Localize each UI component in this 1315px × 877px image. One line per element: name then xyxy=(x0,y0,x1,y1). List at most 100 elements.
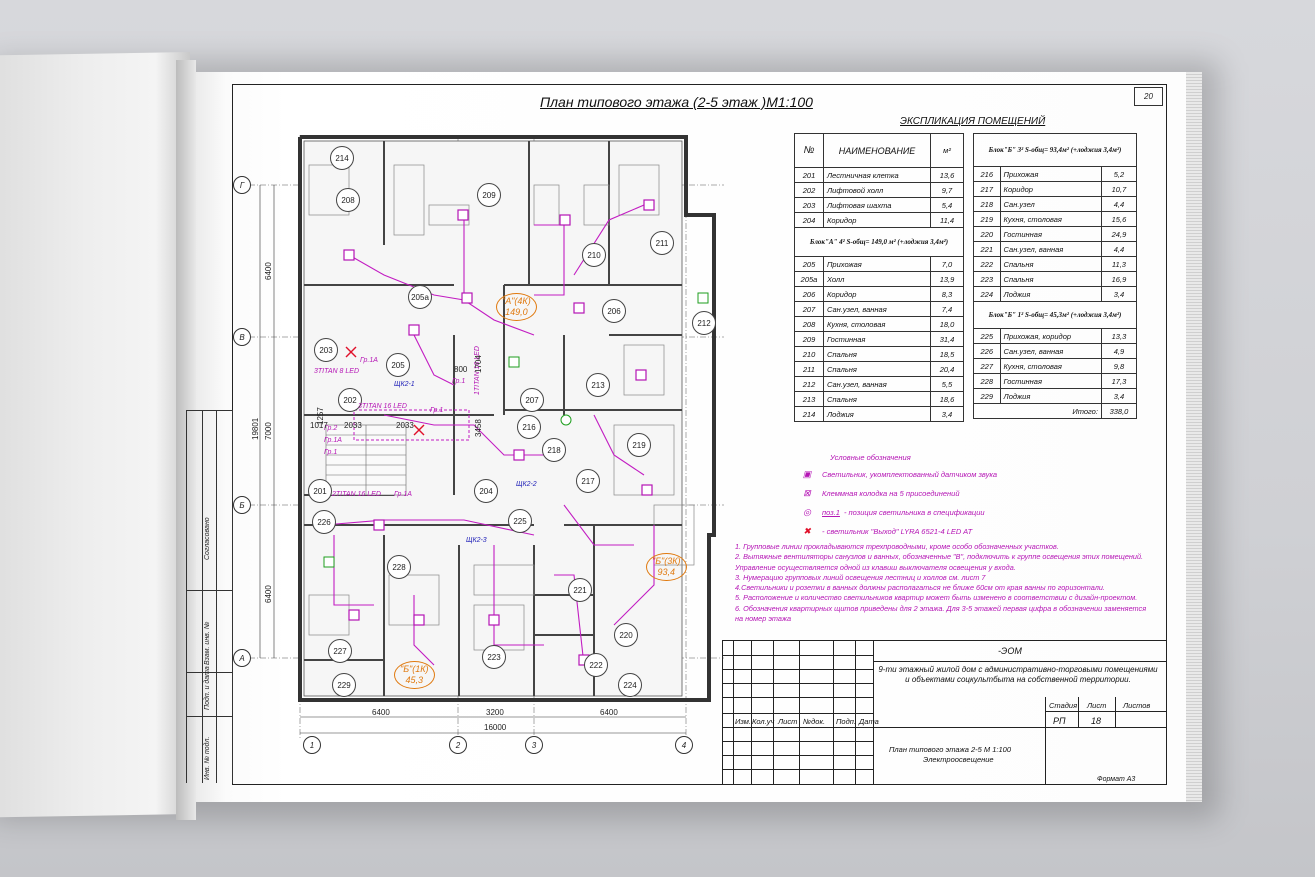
col-label: №док. xyxy=(803,717,826,726)
cell-name: Сан.узел, ванная xyxy=(823,301,931,317)
room-tag: 210 xyxy=(582,243,606,267)
cell-name: Сан.узел xyxy=(999,196,1102,212)
dimension: 6400 xyxy=(372,708,390,717)
panel-label: ЩК2-1 xyxy=(394,381,415,388)
cell-name: Прихожая, коридор xyxy=(999,328,1102,344)
cell-area: 11,4 xyxy=(930,212,964,228)
cell-name: Холл xyxy=(823,271,931,287)
cell-name: Спальня xyxy=(823,391,931,407)
cell-area: 8,3 xyxy=(930,286,964,302)
group-label: Гр.1 xyxy=(324,449,338,456)
legend-title: Условные обозначения xyxy=(830,453,911,462)
cell-no: 212 xyxy=(794,376,824,392)
cell-area: 3,4 xyxy=(930,406,964,422)
drawing-code: -ЭОМ xyxy=(998,646,1022,656)
cell-name: Спальня xyxy=(823,361,931,377)
cell-no: 216 xyxy=(973,166,1001,182)
cell-name: Коридор xyxy=(999,181,1102,197)
cell-no: 218 xyxy=(973,196,1001,212)
cell-name: Сан.узел, ванная xyxy=(999,241,1102,257)
cell-area: 15,6 xyxy=(1100,211,1138,227)
cell-area: 18,6 xyxy=(930,391,964,407)
axis-bubble: Г xyxy=(233,176,251,194)
cell-area: 20,4 xyxy=(930,361,964,377)
room-tag: 205 xyxy=(386,353,410,377)
total-label: Итого: xyxy=(973,403,1102,419)
note: 4.Светильники и розетки в ванных должны … xyxy=(735,583,1105,593)
cell-no: 201 xyxy=(794,167,824,183)
cell-name: Спальня xyxy=(999,271,1102,287)
col-label: Дата xyxy=(859,717,879,726)
legend-item: ▣ Светильник, укомплектованный датчиком … xyxy=(800,465,997,484)
room-tag: 206 xyxy=(602,299,626,323)
cell-name: Лестничная клетка xyxy=(823,167,931,183)
axis-bubble: 4 xyxy=(675,736,693,754)
cell-area: 5,2 xyxy=(1100,166,1138,182)
col-label: Кол.уч xyxy=(752,717,775,726)
col-label: Изм. xyxy=(735,717,751,726)
stamp-replaced: Взам. инв. № xyxy=(204,621,211,665)
group-label: Гр.1 xyxy=(452,378,466,385)
cell-name: Гостинная xyxy=(999,373,1102,389)
dimension: 2033 xyxy=(344,421,362,430)
cell-no: 208 xyxy=(794,316,824,332)
stage-label: Стадия xyxy=(1049,701,1078,710)
room-tag: 212 xyxy=(692,311,716,335)
col-label: Подп. xyxy=(836,717,856,726)
group-label: Гр.1А xyxy=(360,357,378,364)
cell-no: 226 xyxy=(973,343,1001,359)
room-tag: 201 xyxy=(308,479,332,503)
room-tag: 223 xyxy=(482,645,506,669)
room-tag: 228 xyxy=(387,555,411,579)
lamp-group-label: 2TITAN 16 LED xyxy=(332,491,381,498)
total-value: 338,0 xyxy=(1100,403,1138,419)
room-tag: 202 xyxy=(338,388,362,412)
cell-no: 204 xyxy=(794,212,824,228)
cell-no: 207 xyxy=(794,301,824,317)
explication-table-right: Блок"Б" 3² S-общ= 93,4м² (+лоджия 3,4м²)… xyxy=(973,133,1138,419)
dimension: 1704 xyxy=(474,355,483,373)
cell-area: 18,0 xyxy=(930,316,964,332)
dimension: 1017 xyxy=(310,421,328,430)
cell-no: 222 xyxy=(973,256,1001,272)
cell-no: 227 xyxy=(973,358,1001,374)
room-tag: 219 xyxy=(627,433,651,457)
dimension: 3200 xyxy=(486,708,504,717)
cell-area: 31,4 xyxy=(930,331,964,347)
block-a-header: Блок"А" 4² S-общ= 149,0 м² (+лоджия 3,4м… xyxy=(794,227,964,257)
room-tag: 224 xyxy=(618,673,642,697)
floor-plan: 214 208 209 210 211 205а 205 206 212 203… xyxy=(233,125,734,765)
room-tag: 203 xyxy=(314,338,338,362)
cell-no: 219 xyxy=(973,211,1001,227)
cell-name: Лоджия xyxy=(823,406,931,422)
room-tag: 221 xyxy=(568,578,592,602)
dimension: 3458 xyxy=(474,419,483,437)
cell-name: Прихожая xyxy=(999,166,1102,182)
legend-item: ⊠ Клеммная колодка на 5 присоединений xyxy=(800,484,997,503)
col-name: НАИМЕНОВАНИЕ xyxy=(823,133,931,168)
dimension: 7000 xyxy=(264,422,273,440)
room-tag: 214 xyxy=(330,146,354,170)
cell-name: Коридор xyxy=(823,212,931,228)
cell-name: Лифтовая шахта xyxy=(823,197,931,213)
cell-no: 205а xyxy=(794,271,824,287)
apartment-tag-b3: "Б"(3К)93,4 xyxy=(646,553,687,581)
cell-area: 4,9 xyxy=(1100,343,1138,359)
cell-no: 209 xyxy=(794,331,824,347)
note: 5. Расположение и количество светильнико… xyxy=(735,593,1138,603)
panel-label: ЩК2-3 xyxy=(466,537,487,544)
col-label: Лист xyxy=(778,717,798,726)
cell-no: 220 xyxy=(973,226,1001,242)
axis-bubble: В xyxy=(233,328,251,346)
